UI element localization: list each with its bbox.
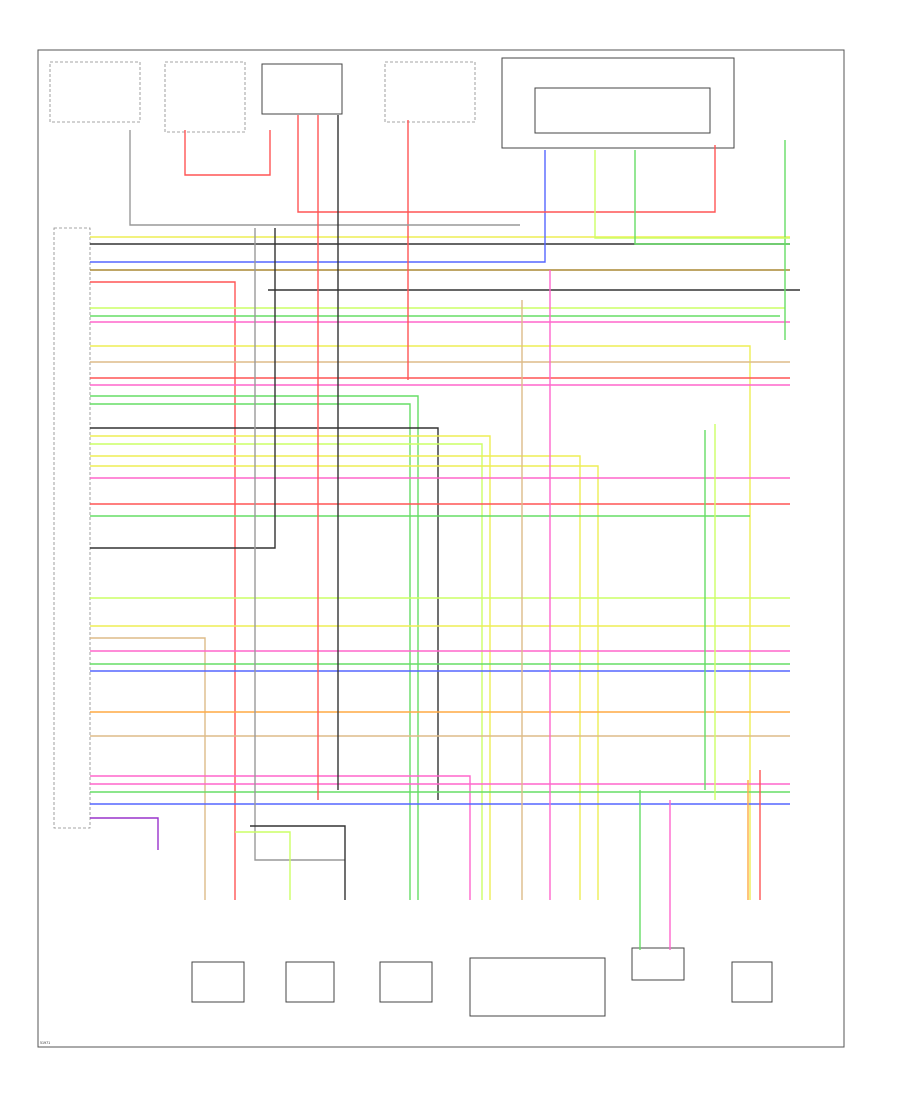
component-4-box xyxy=(469,957,606,1017)
component-3-box xyxy=(379,961,433,1003)
wire-yellow xyxy=(90,465,599,900)
wire-black xyxy=(250,825,346,900)
wire-red xyxy=(297,115,716,213)
instrument-cluster-box xyxy=(501,57,735,149)
wire-red xyxy=(184,130,271,176)
wire-layer xyxy=(90,115,800,950)
wire-gray xyxy=(254,228,345,861)
wire-black xyxy=(90,427,439,800)
switch-inner-box xyxy=(534,87,711,134)
relay-box xyxy=(164,61,246,133)
wire-lime xyxy=(594,150,790,239)
wire-green xyxy=(90,395,419,900)
wire-green xyxy=(90,403,411,900)
wire-yellow xyxy=(90,345,751,900)
top-components xyxy=(49,57,735,149)
wire-yellow xyxy=(90,455,581,900)
component-6-box xyxy=(731,961,773,1003)
fuse-block-box xyxy=(261,63,343,115)
wire-tan xyxy=(90,637,206,900)
wire-lime xyxy=(90,443,483,900)
wire-gray xyxy=(129,130,520,226)
diagram-frame xyxy=(37,49,845,1048)
wire-red xyxy=(90,281,236,900)
bottom-components xyxy=(191,947,773,1017)
component-5-box xyxy=(631,947,685,981)
ecm-connector-column xyxy=(53,227,91,829)
wire-lime xyxy=(235,831,291,900)
wire-pink xyxy=(90,775,471,900)
footer-code: 51971 xyxy=(40,1041,50,1045)
wire-green xyxy=(634,150,790,245)
power-supply-box xyxy=(384,61,476,123)
wire-yellow xyxy=(90,435,491,900)
wire-blue xyxy=(90,150,546,263)
wire-black xyxy=(90,228,276,549)
component-1-box xyxy=(191,961,245,1003)
ignition-switch-box xyxy=(49,61,141,123)
component-2-box xyxy=(285,961,335,1003)
wire-violet xyxy=(90,817,159,850)
